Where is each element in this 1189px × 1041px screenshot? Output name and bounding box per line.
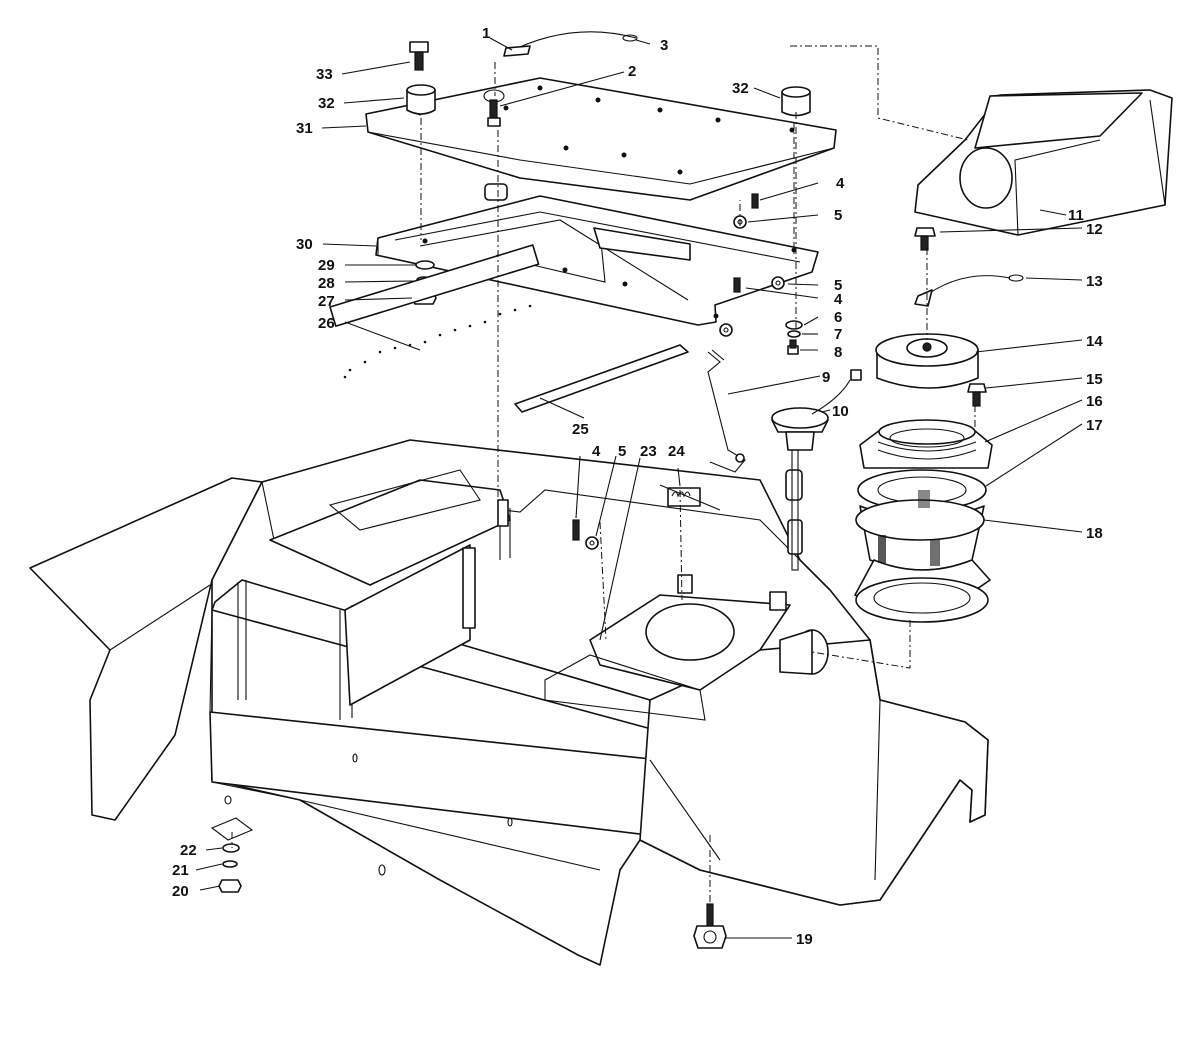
cables xyxy=(503,31,1024,307)
part-label-8: 8 xyxy=(834,344,842,361)
part-label-14: 14 xyxy=(1086,333,1103,350)
part-label-16: 16 xyxy=(1086,393,1103,410)
part-label-2: 2 xyxy=(628,63,636,80)
part-label-28: 28 xyxy=(318,275,335,292)
part-label-33: 33 xyxy=(316,66,333,83)
part-label-29: 29 xyxy=(318,257,335,274)
part-label-19: 19 xyxy=(796,931,813,948)
part-label-13: 13 xyxy=(1086,273,1103,290)
front-mount-hardware xyxy=(210,817,254,893)
part-label-32b: 32 xyxy=(732,80,749,97)
seat-rail xyxy=(329,244,689,413)
part-label-1: 1 xyxy=(482,25,490,42)
part-label-18: 18 xyxy=(1086,525,1103,542)
part-label-27: 27 xyxy=(318,293,335,310)
part-label-23: 23 xyxy=(640,443,657,460)
part-label-6: 6 xyxy=(834,309,842,326)
part-label-22: 22 xyxy=(180,842,197,859)
part-label-32a: 32 xyxy=(318,95,335,112)
part-label-25: 25 xyxy=(572,421,589,438)
assembly-lines xyxy=(231,45,976,905)
part-label-4c: 4 xyxy=(592,443,601,460)
part-label-30: 30 xyxy=(296,236,313,253)
seat-plate xyxy=(365,41,837,201)
part-label-24: 24 xyxy=(668,443,685,460)
part-label-7: 7 xyxy=(834,326,842,343)
part-label-17: 17 xyxy=(1086,417,1103,434)
part-label-21: 21 xyxy=(172,862,189,879)
part-label-5a: 5 xyxy=(834,207,842,224)
part-label-26: 26 xyxy=(318,315,335,332)
part-label-20: 20 xyxy=(172,883,189,900)
part-label-31: 31 xyxy=(296,120,313,137)
part-label-9: 9 xyxy=(822,369,830,386)
part-label-10: 10 xyxy=(832,403,849,420)
part-label-5c: 5 xyxy=(618,443,626,460)
seat-frame xyxy=(375,183,819,337)
linkage xyxy=(572,349,862,571)
part-label-12: 12 xyxy=(1086,221,1103,238)
console-cover xyxy=(914,89,1173,236)
drain-plug xyxy=(693,903,727,949)
part-label-3: 3 xyxy=(660,37,668,54)
hood-body xyxy=(29,439,989,966)
part-labels: 1 2 3 4 4 4 5 5 5 6 7 8 9 10 11 12 13 14… xyxy=(172,25,1103,948)
part-label-11: 11 xyxy=(1068,207,1084,224)
leader-lines xyxy=(195,37,1083,939)
part-label-4b: 4 xyxy=(834,291,843,308)
part-label-15: 15 xyxy=(1086,371,1103,388)
fuel-filler-assembly xyxy=(854,227,993,623)
part-label-5b: 5 xyxy=(834,277,842,294)
part-label-4a: 4 xyxy=(836,175,845,192)
